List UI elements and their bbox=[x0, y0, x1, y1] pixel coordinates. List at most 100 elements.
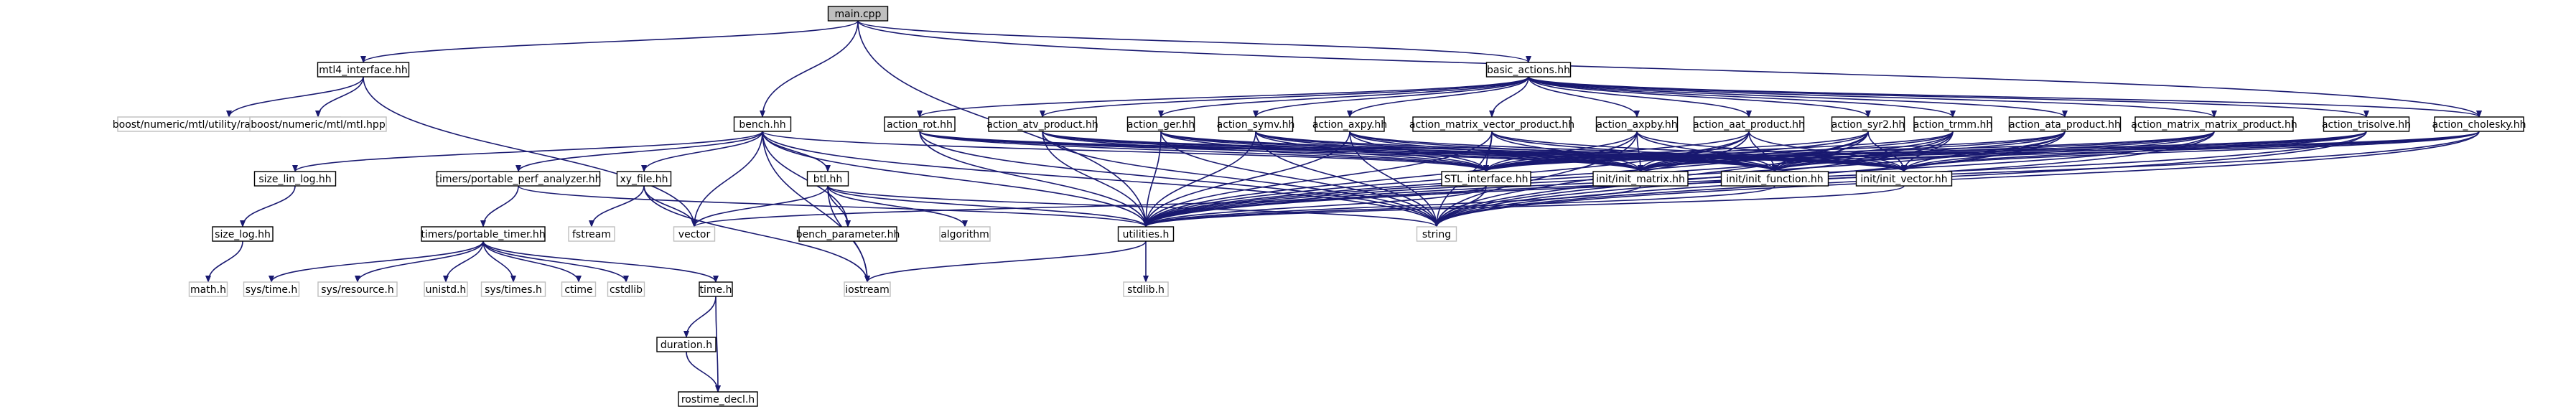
edge-bench-to-utilities bbox=[762, 131, 1149, 228]
edge-bact-to-atrmm bbox=[1528, 76, 1956, 118]
edge-bench-to-stlint bbox=[762, 131, 1489, 172]
edge-btl-to-string bbox=[827, 185, 1439, 228]
node-unistd: unistd.h bbox=[424, 281, 468, 297]
node-utilities[interactable]: utilities.h bbox=[1117, 226, 1175, 242]
node-iostream-box bbox=[844, 281, 891, 297]
node-asyr2[interactable]: action_syr2.hh bbox=[1831, 116, 1905, 132]
node-duration[interactable]: duration.h bbox=[656, 337, 717, 352]
node-sysres-box bbox=[317, 281, 398, 297]
node-initfun[interactable]: init/init_function.hh bbox=[1720, 171, 1829, 187]
node-aata[interactable]: action_ata_product.hh bbox=[2008, 116, 2122, 132]
node-bact[interactable]: basic_actions.hh bbox=[1485, 62, 1572, 78]
node-rostime-box bbox=[678, 391, 758, 407]
node-stlint[interactable]: STL_interface.hh bbox=[1441, 171, 1531, 187]
node-aaxpby-label: action_axpby.hh bbox=[1596, 119, 1677, 131]
node-main-box bbox=[827, 6, 889, 22]
edge-asymv-to-string bbox=[1255, 131, 1439, 228]
node-aaat-label: action_aat_product.hh bbox=[1693, 119, 1805, 131]
node-benchpar[interactable]: bench_parameter.hh bbox=[796, 226, 900, 242]
node-sizelin-box bbox=[253, 171, 337, 187]
node-aaxpy-box bbox=[1315, 116, 1385, 132]
node-arot-box bbox=[884, 116, 956, 132]
node-aaat-box bbox=[1693, 116, 1805, 132]
edge-bench-to-benchpar bbox=[762, 131, 851, 228]
edge-bact-to-asymv bbox=[1253, 76, 1529, 118]
node-ctime: ctime bbox=[561, 281, 597, 297]
node-achol-label: action_cholesky.hh bbox=[2432, 119, 2526, 131]
edge-bench-to-vector bbox=[691, 131, 763, 228]
edge-amvp-to-utilities bbox=[1143, 131, 1493, 228]
node-asymv[interactable]: action_symv.hh bbox=[1217, 116, 1295, 132]
node-aaxpby[interactable]: action_axpby.hh bbox=[1595, 116, 1679, 132]
node-rostime-label: rostime_decl.h bbox=[681, 394, 755, 406]
node-ager[interactable]: action_ger.hh bbox=[1126, 116, 1195, 132]
node-initmat[interactable]: init/init_matrix.hh bbox=[1592, 171, 1689, 187]
node-systimes: sys/times.h bbox=[480, 281, 546, 297]
node-vector: vector bbox=[673, 226, 716, 242]
edge-bact-to-aatv bbox=[1040, 76, 1529, 118]
node-fstream-box bbox=[568, 226, 615, 242]
node-ager-label: action_ger.hh bbox=[1127, 119, 1195, 131]
node-perfan-box bbox=[436, 171, 601, 187]
node-achol[interactable]: action_cholesky.hh bbox=[2432, 116, 2526, 132]
edge-arot-to-initmat bbox=[919, 131, 1643, 172]
node-xyfile[interactable]: xy_file.hh bbox=[616, 171, 672, 187]
node-initvec-box bbox=[1855, 171, 1953, 187]
node-atrsv[interactable]: action_trisolve.hh bbox=[2322, 116, 2411, 132]
edge-ptimer-to-cstdlib bbox=[482, 240, 629, 283]
node-initmat-label: init/init_matrix.hh bbox=[1596, 174, 1685, 185]
edge-asyr2-to-initmat bbox=[1638, 131, 1869, 172]
node-aaxpy-label: action_axpy.hh bbox=[1312, 119, 1387, 131]
node-systime-label: sys/time.h bbox=[246, 284, 298, 296]
node-unistd-label: unistd.h bbox=[426, 284, 467, 296]
node-mathh-label: math.h bbox=[190, 284, 226, 296]
node-asyr2-label: action_syr2.hh bbox=[1831, 119, 1905, 131]
edge-perfan-to-utilities bbox=[518, 185, 1149, 228]
node-sizelog-label: size_log.hh bbox=[215, 229, 271, 240]
node-ptimer[interactable]: timers/portable_timer.hh bbox=[421, 226, 546, 242]
node-benchpar-box bbox=[798, 226, 897, 242]
node-initvec[interactable]: init/init_vector.hh bbox=[1855, 171, 1953, 187]
node-iostream-label: iostream bbox=[845, 284, 890, 296]
node-atrmm-box bbox=[1913, 116, 1992, 132]
edge-aaxpby-to-utilities bbox=[1143, 131, 1638, 228]
node-asyr2-box bbox=[1831, 116, 1905, 132]
node-sizelin[interactable]: size_lin_log.hh bbox=[253, 171, 337, 187]
edge-bact-to-ammp bbox=[1528, 76, 2217, 118]
node-sysres-label: sys/resource.h bbox=[321, 284, 393, 296]
node-aaxpy[interactable]: action_axpy.hh bbox=[1312, 116, 1387, 132]
node-aaat[interactable]: action_aat_product.hh bbox=[1693, 116, 1805, 132]
node-stdlib-label: stdlib.h bbox=[1127, 284, 1165, 296]
edge-bact-to-amvp bbox=[1489, 76, 1529, 118]
node-mtl4[interactable]: mtl4_interface.hh bbox=[317, 62, 410, 78]
node-aatv[interactable]: action_atv_product.hh bbox=[986, 116, 1098, 132]
node-main[interactable]: main.cpp bbox=[827, 6, 889, 22]
node-arot[interactable]: action_rot.hh bbox=[884, 116, 956, 132]
node-iostream: iostream bbox=[844, 281, 891, 297]
edge-perfan-to-ptimer bbox=[480, 185, 519, 228]
node-sizelog[interactable]: size_log.hh bbox=[212, 226, 274, 242]
edge-atrmm-to-initmat bbox=[1638, 131, 1954, 172]
edge-amvp-to-initfun bbox=[1491, 131, 1778, 172]
edge-achol-to-string bbox=[1434, 131, 2480, 228]
node-bact-box bbox=[1485, 62, 1572, 78]
node-systimes-label: sys/times.h bbox=[485, 284, 542, 296]
node-amvp[interactable]: action_matrix_vector_product.hh bbox=[1409, 116, 1574, 132]
edge-bact-to-arot bbox=[917, 76, 1529, 118]
node-perfan[interactable]: timers/portable_perf_analyzer.hh bbox=[435, 171, 602, 187]
node-aatv-label: action_atv_product.hh bbox=[986, 119, 1098, 131]
node-atrmm[interactable]: action_trmm.hh bbox=[1913, 116, 1993, 132]
node-mtlhpp-box bbox=[249, 116, 387, 132]
node-rostime[interactable]: rostime_decl.h bbox=[678, 391, 758, 407]
node-btl[interactable]: btl.hh bbox=[806, 171, 849, 187]
node-bench[interactable]: bench.hh bbox=[733, 116, 792, 132]
edge-sizelin-to-sizelog bbox=[240, 185, 296, 228]
node-timeh[interactable]: time.h bbox=[699, 281, 733, 297]
edge-main-to-achol bbox=[857, 20, 2482, 118]
edge-ager-to-utilities bbox=[1143, 131, 1162, 228]
edge-ager-to-string bbox=[1160, 131, 1439, 228]
node-timeh-label: time.h bbox=[700, 284, 732, 296]
node-utilities-label: utilities.h bbox=[1123, 229, 1170, 240]
node-stlint-label: STL_interface.hh bbox=[1445, 174, 1529, 185]
node-ammp[interactable]: action_matrix_matrix_product.hh bbox=[2131, 116, 2297, 132]
